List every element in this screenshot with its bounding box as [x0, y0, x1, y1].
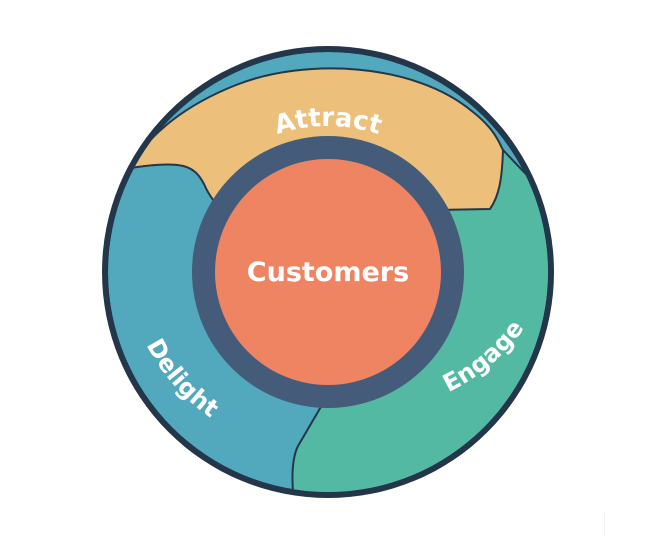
thin-divider-line: [604, 511, 605, 537]
customers-label: Customers: [247, 257, 409, 288]
customers-center: [215, 159, 441, 385]
